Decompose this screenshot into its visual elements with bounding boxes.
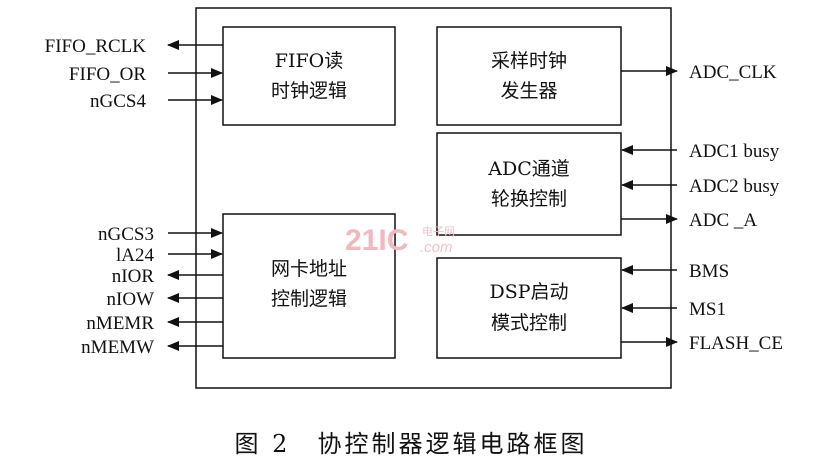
signal-fifo-rclk: FIFO_RCLK <box>45 36 147 57</box>
watermark-sub: 电子网 <box>422 225 455 238</box>
signal-nior: nIOR <box>112 266 155 287</box>
block-dsp-boot-line1: DSP启动 <box>489 281 568 303</box>
block-adc-channel-line1: ADC通道 <box>487 158 570 180</box>
right-arrows <box>621 66 678 347</box>
signal-bms: BMS <box>689 261 729 282</box>
block-dsp-boot-line2: 模式控制 <box>491 312 567 334</box>
figure-caption: 图 2 协控制器逻辑电路框图 <box>235 430 588 458</box>
signal-ngcs3: nGCS3 <box>98 224 154 245</box>
signal-nmemw: nMEMW <box>81 337 154 358</box>
watermark-logo: 21IC 电子网 .com <box>345 224 455 257</box>
block-nic-addr-line2: 控制逻辑 <box>271 288 347 310</box>
block-dsp-boot: DSP启动 模式控制 <box>436 257 622 359</box>
block-sample-clock-line1: 采样时钟 <box>491 50 567 72</box>
outer-frame <box>195 7 672 389</box>
watermark-main: 21IC <box>345 224 408 257</box>
block-nic-addr: 网卡地址 控制逻辑 <box>222 213 396 359</box>
signal-adc-a: ADC _A <box>689 210 757 231</box>
block-nic-addr-line1: 网卡地址 <box>271 258 347 280</box>
block-adc-channel: ADC通道 轮换控制 <box>436 132 622 236</box>
block-sample-clock: 采样时钟 发生器 <box>436 26 622 126</box>
signal-a24: lA24 <box>116 245 155 266</box>
left-signal-labels: FIFO_RCLK FIFO_OR nGCS4 nGCS3 lA24 nIOR … <box>45 36 155 358</box>
signal-nmemr: nMEMR <box>86 313 154 334</box>
signal-flash-ce: FLASH_CE <box>689 333 783 354</box>
signal-adc2-busy: ADC2 busy <box>689 176 780 197</box>
signal-adc1-busy: ADC1 busy <box>689 141 780 162</box>
watermark-tail: .com <box>420 239 453 256</box>
signal-adc-clk: ADC_CLK <box>689 62 777 83</box>
signal-ngcs4: nGCS4 <box>90 91 146 112</box>
block-fifo-clock-line2: 时钟逻辑 <box>271 80 347 102</box>
signal-niow: nIOW <box>107 289 155 310</box>
block-fifo-clock: FIFO读 时钟逻辑 <box>222 26 396 126</box>
signal-fifo-or: FIFO_OR <box>69 64 146 85</box>
left-arrows <box>167 40 223 351</box>
signal-ms1: MS1 <box>689 299 726 320</box>
block-sample-clock-line2: 发生器 <box>500 80 557 102</box>
right-signal-labels: ADC_CLK ADC1 busy ADC2 busy ADC _A BMS M… <box>689 62 783 354</box>
block-adc-channel-line2: 轮换控制 <box>491 188 567 210</box>
block-fifo-clock-line1: FIFO读 <box>275 50 343 72</box>
